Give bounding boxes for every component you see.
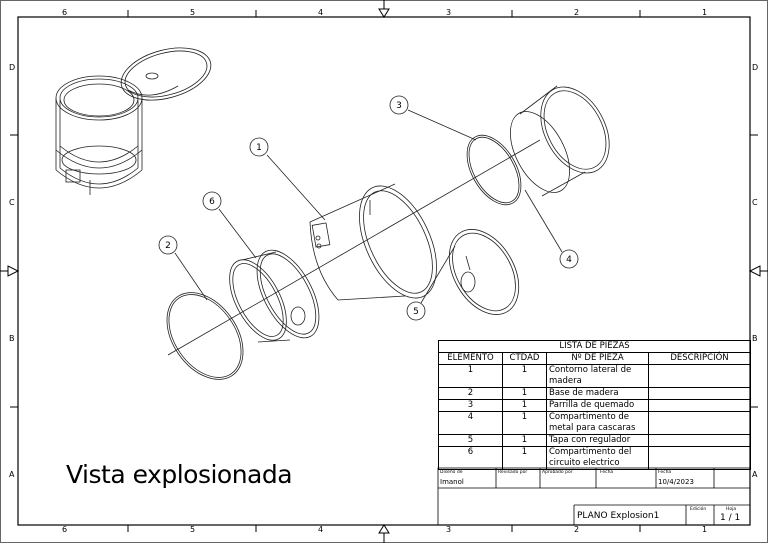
parts-list-header-row: ELEMENTO CTDAD Nº DE PIEZA DESCRIPCIÓN bbox=[438, 352, 751, 365]
zone-row-c-right: C bbox=[752, 198, 758, 207]
table-row: 6 1 Compartimento del circuito electrico bbox=[438, 446, 751, 470]
row-descripcion bbox=[648, 434, 751, 447]
header-descripcion: DESCRIPCIÓN bbox=[648, 352, 751, 365]
part-4-metal bbox=[510, 85, 610, 197]
balloon-leaders bbox=[174, 109, 563, 304]
zone-row-d-right: D bbox=[752, 63, 759, 72]
row-pieza: Compartimento de metal para cascaras bbox=[546, 411, 649, 435]
zone-col-6-bottom: 6 bbox=[62, 525, 68, 534]
part-2-base bbox=[166, 292, 244, 380]
part-5-lid bbox=[448, 229, 520, 315]
header-elemento: ELEMENTO bbox=[438, 352, 503, 365]
edition-label: Edición bbox=[690, 507, 707, 512]
zone-col-4-bottom: 4 bbox=[318, 525, 324, 534]
sheet-value: 1 / 1 bbox=[720, 513, 741, 523]
row-descripcion bbox=[648, 364, 751, 388]
balloon-2-label: 2 bbox=[165, 241, 171, 251]
balloon-5 bbox=[406, 301, 426, 321]
parts-list-table: LISTA DE PIEZAS ELEMENTO CTDAD Nº DE PIE… bbox=[438, 340, 751, 470]
zone-col-1-top: 1 bbox=[702, 8, 708, 17]
balloon-6 bbox=[202, 191, 222, 211]
date-label-2: Fecha bbox=[658, 470, 672, 475]
parts-list-title: LISTA DE PIEZAS bbox=[438, 340, 751, 352]
explosion-axis bbox=[167, 139, 541, 356]
part-3-grill bbox=[466, 134, 522, 206]
table-row: 5 1 Tapa con regulador bbox=[438, 434, 751, 447]
row-ctdad: 1 bbox=[502, 446, 547, 470]
balloon-4 bbox=[559, 249, 579, 269]
zone-row-d-left: D bbox=[9, 63, 16, 72]
header-pieza: Nº DE PIEZA bbox=[546, 352, 649, 365]
row-descripcion bbox=[648, 399, 751, 412]
zone-col-3-top: 3 bbox=[446, 8, 452, 17]
row-elemento: 2 bbox=[438, 387, 503, 400]
zone-row-c-left: C bbox=[9, 198, 15, 207]
zone-row-a-right: A bbox=[752, 470, 758, 479]
row-ctdad: 1 bbox=[502, 411, 547, 435]
zone-col-1-bottom: 1 bbox=[702, 525, 708, 534]
zone-row-b-left: B bbox=[9, 334, 15, 343]
zone-col-4-top: 4 bbox=[318, 8, 324, 17]
row-descripcion bbox=[648, 387, 751, 400]
part-6-circuit bbox=[229, 249, 320, 343]
row-elemento: 4 bbox=[438, 411, 503, 435]
row-elemento: 5 bbox=[438, 434, 503, 447]
balloon-6-label: 6 bbox=[209, 197, 215, 207]
date-value: 10/4/2023 bbox=[658, 478, 694, 486]
balloons bbox=[158, 95, 579, 321]
reviewed-by-label: Revisado por bbox=[498, 470, 528, 475]
zone-col-3-bottom: 3 bbox=[446, 525, 452, 534]
drawing-title: Vista explosionada bbox=[66, 460, 293, 489]
balloon-3-label: 3 bbox=[396, 101, 402, 111]
balloon-4-label: 4 bbox=[566, 255, 572, 265]
table-row: 4 1 Compartimento de metal para cascaras bbox=[438, 411, 751, 435]
row-elemento: 1 bbox=[438, 364, 503, 388]
row-descripcion bbox=[648, 446, 751, 470]
row-elemento: 6 bbox=[438, 446, 503, 470]
row-elemento: 3 bbox=[438, 399, 503, 412]
approved-by-label: Aprobado por bbox=[542, 470, 573, 475]
designed-by-value: Imanol bbox=[440, 478, 464, 486]
zone-row-a-left: A bbox=[9, 470, 15, 479]
zone-col-2-top: 2 bbox=[574, 8, 580, 17]
row-ctdad: 1 bbox=[502, 434, 547, 447]
part-1-side bbox=[309, 183, 437, 301]
row-descripcion bbox=[648, 411, 751, 435]
row-ctdad: 1 bbox=[502, 399, 547, 412]
zone-col-6-top: 6 bbox=[62, 8, 68, 17]
row-pieza: Tapa con regulador bbox=[546, 434, 649, 447]
row-pieza: Parrilla de quemado bbox=[546, 399, 649, 412]
zone-ticks bbox=[10, 10, 758, 532]
zone-col-5-top: 5 bbox=[190, 8, 196, 17]
row-pieza: Contorno lateral de madera bbox=[546, 364, 649, 388]
table-row: 1 1 Contorno lateral de madera bbox=[438, 364, 751, 388]
row-ctdad: 1 bbox=[502, 387, 547, 400]
balloon-1 bbox=[249, 137, 269, 157]
drawing-name: PLANO Explosion1 bbox=[577, 511, 660, 521]
table-row: 3 1 Parrilla de quemado bbox=[438, 399, 751, 412]
balloon-3 bbox=[389, 95, 409, 115]
row-pieza: Base de madera bbox=[546, 387, 649, 400]
row-pieza: Compartimento del circuito electrico bbox=[546, 446, 649, 470]
row-ctdad: 1 bbox=[502, 364, 547, 388]
table-row: 2 1 Base de madera bbox=[438, 387, 751, 400]
balloon-5-label: 5 bbox=[413, 307, 419, 317]
balloon-1-label: 1 bbox=[256, 143, 262, 153]
zone-row-b-right: B bbox=[752, 334, 758, 343]
header-ctdad: CTDAD bbox=[502, 352, 547, 365]
date-label-1: Fecha bbox=[600, 470, 614, 475]
designed-by-label: Diseño de bbox=[440, 470, 463, 475]
zone-col-5-bottom: 5 bbox=[190, 525, 196, 534]
balloon-2 bbox=[158, 235, 178, 255]
zone-col-2-bottom: 2 bbox=[574, 525, 580, 534]
balloon-labels: 1 2 3 4 5 6 bbox=[165, 101, 572, 317]
assembled-view bbox=[55, 47, 212, 195]
sheet-label: Hoja bbox=[726, 507, 737, 512]
